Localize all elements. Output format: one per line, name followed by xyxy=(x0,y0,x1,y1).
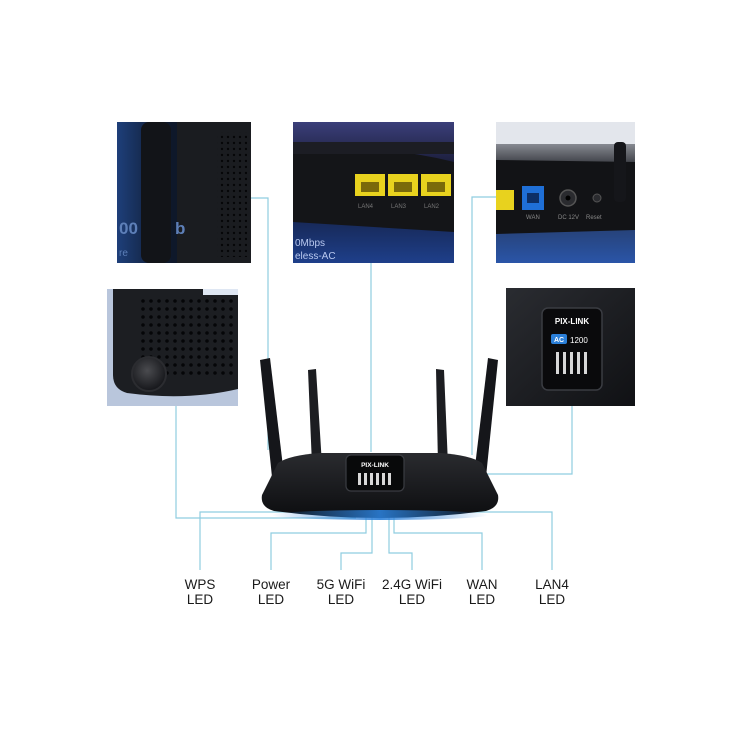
label-24g-wifi-led: 2.4G WiFi LED xyxy=(367,577,457,607)
label-5g-line2: LED xyxy=(327,592,355,607)
label-wan-line2: LED xyxy=(468,592,496,607)
led-power xyxy=(364,473,367,485)
label-wps-led: WPS LED xyxy=(155,577,245,607)
rear-ports-label-lan2: LAN2 xyxy=(424,204,440,210)
router: PIX-LINK xyxy=(260,358,499,520)
label-wps-line1: WPS xyxy=(184,577,216,592)
led-wan xyxy=(382,473,385,485)
label-24g-line1: 2.4G WiFi xyxy=(381,577,442,592)
led-wps xyxy=(358,473,361,485)
antenna-right-inner xyxy=(436,369,448,465)
rear-ports-label-lan4: LAN4 xyxy=(358,204,374,210)
badge-model-prefix: AC xyxy=(554,337,564,344)
leader-line-24g xyxy=(388,490,413,570)
photo-power-button xyxy=(107,289,238,406)
label-lan4-led: LAN4 LED xyxy=(507,577,597,607)
rear-ports-label-lan3: LAN3 xyxy=(391,204,407,210)
front-panel xyxy=(345,454,405,492)
label-lan4-line1: LAN4 xyxy=(535,577,569,592)
router-brand: PIX-LINK xyxy=(361,462,389,469)
antenna-left-outer xyxy=(260,358,284,477)
label-wps-line2: LED xyxy=(186,592,214,607)
rear-power-label-reset: Reset xyxy=(586,215,602,221)
led-5g xyxy=(370,473,373,485)
photo-side-vents: 00 b re xyxy=(117,122,251,263)
label-5g-line1: 5G WiFi xyxy=(316,577,366,592)
label-power-led: Power LED xyxy=(226,577,316,607)
leader-line-5g xyxy=(340,490,373,570)
antenna-left-inner xyxy=(308,369,322,465)
label-lan4-line2: LED xyxy=(538,592,566,607)
label-power-line1: Power xyxy=(251,577,291,592)
label-wan-line1: WAN xyxy=(466,577,498,592)
label-power-line2: LED xyxy=(257,592,285,607)
led-row xyxy=(358,473,391,485)
led-lan4 xyxy=(388,473,391,485)
side-vents-fragment-b: b xyxy=(175,219,185,238)
side-vents-fragment-re: re xyxy=(119,248,128,259)
label-wan-led: WAN LED xyxy=(437,577,527,607)
side-vents-fragment-00: 00 xyxy=(119,219,138,238)
photo-rear-ports: LAN4 LAN3 LAN2 0Mbps eless-AC xyxy=(293,122,454,263)
badge-brand: PIX-LINK xyxy=(555,317,589,326)
label-5g-wifi-led: 5G WiFi LED xyxy=(296,577,386,607)
rear-power-label-dc: DC 12V xyxy=(558,215,579,221)
rear-ports-fragment-ac: eless-AC xyxy=(295,251,336,262)
rear-power-label-wan: WAN xyxy=(526,215,540,221)
rear-ports-fragment-mbps: 0Mbps xyxy=(295,238,325,249)
photo-badge: PIX-LINK AC 1200 xyxy=(506,288,635,406)
led-24g xyxy=(376,473,379,485)
photo-rear-power: WAN DC 12V Reset xyxy=(496,122,635,263)
badge-model-number: 1200 xyxy=(570,336,588,345)
label-24g-line2: LED xyxy=(398,592,426,607)
antenna-right-outer xyxy=(474,358,498,477)
